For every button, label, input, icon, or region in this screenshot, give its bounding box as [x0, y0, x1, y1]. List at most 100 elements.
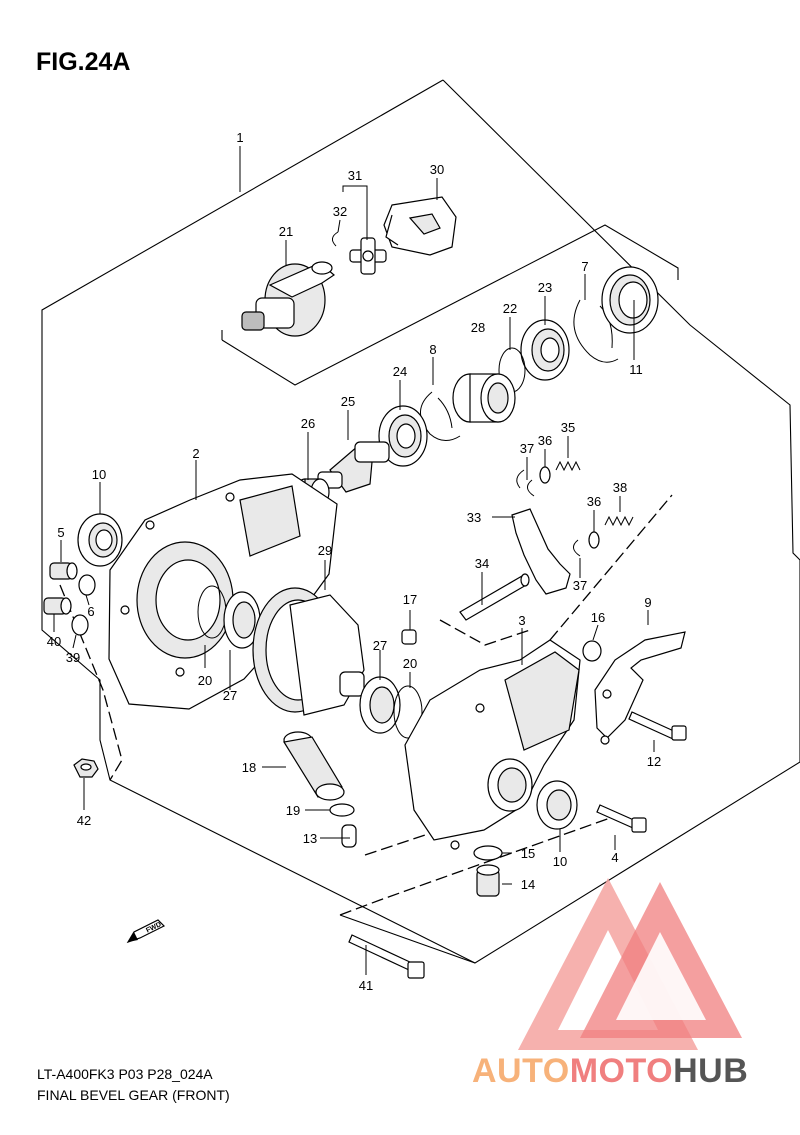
- callout-3: 3: [518, 613, 525, 628]
- oil-seal-10-right: [536, 780, 578, 830]
- reference-line-bottom: [364, 829, 441, 856]
- bearing-27-left: [223, 591, 261, 649]
- bracket-9: [594, 631, 686, 745]
- callout-39: 39: [66, 650, 80, 665]
- shift-shaft-34: [459, 573, 530, 621]
- forward-arrow-icon: FWD: [126, 919, 166, 944]
- callout-23: 23: [538, 280, 552, 295]
- diagram-name: FINAL BEVEL GEAR (FRONT): [37, 1087, 230, 1103]
- callout-4: 4: [611, 850, 618, 865]
- callout-12: 12: [647, 754, 661, 769]
- reference-line-shift: [549, 494, 673, 641]
- callout-42: 42: [77, 813, 91, 828]
- universal-joint-cross: [349, 237, 387, 275]
- callout-10-left: 10: [92, 467, 106, 482]
- reference-line-case: [439, 619, 531, 646]
- spring-38: [604, 515, 634, 527]
- subassembly-box: [221, 224, 679, 386]
- callout-16: 16: [591, 610, 605, 625]
- callout-17: 17: [403, 592, 417, 607]
- yoke-30: [383, 196, 457, 256]
- bevel-pinion-25: [317, 441, 390, 493]
- shift-fork-33: [511, 469, 571, 595]
- bolt-41: [348, 934, 425, 979]
- callout-32: 32: [333, 204, 347, 219]
- callout-11: 11: [629, 362, 643, 377]
- washer-16: [582, 640, 602, 662]
- plug-14: [476, 864, 500, 897]
- callout-34: 34: [475, 556, 489, 571]
- leader-lines: [53, 146, 655, 975]
- callout-36-low: 36: [587, 494, 601, 509]
- washer-15: [473, 845, 503, 861]
- automotohub-logo-icon: [518, 878, 742, 1050]
- callout-5: 5: [57, 525, 64, 540]
- callout-35: 35: [561, 420, 575, 435]
- callout-9: 9: [644, 595, 651, 610]
- callout-41: 41: [359, 978, 373, 993]
- callout-19: 19: [286, 803, 300, 818]
- callout-27-left: 27: [223, 688, 237, 703]
- callout-18: 18: [242, 760, 256, 775]
- callout-36-top: 36: [538, 433, 552, 448]
- bearing-23: [520, 319, 570, 381]
- shim-20-right: [393, 685, 423, 739]
- circlip-37-top: [527, 479, 535, 497]
- callout-20-left: 20: [198, 673, 212, 688]
- callout-10-right: 10: [553, 854, 567, 869]
- watermark-moto: MOTO: [569, 1052, 674, 1090]
- spring-35: [555, 460, 581, 472]
- model-code: LT-A400FK3 P03 P28_024A: [37, 1066, 213, 1082]
- callout-26: 26: [301, 416, 315, 431]
- bearing-24: [378, 405, 428, 467]
- callout-22: 22: [503, 301, 517, 316]
- callout-2: 2: [192, 446, 199, 461]
- plug-5: [49, 562, 78, 580]
- figure-title: FIG.24A: [36, 48, 131, 76]
- callout-13: 13: [303, 831, 317, 846]
- callout-14: 14: [521, 877, 535, 892]
- callout-8: 8: [429, 342, 436, 357]
- callout-6: 6: [87, 604, 94, 619]
- gear-case-2: [108, 473, 338, 710]
- pin-17: [401, 629, 417, 645]
- callout-37-top: 37: [520, 441, 534, 456]
- callout-21: 21: [279, 224, 293, 239]
- bolt-4: [596, 804, 647, 833]
- callout-15: 15: [521, 846, 535, 861]
- washer-39: [71, 614, 89, 636]
- callout-20-right: 20: [403, 656, 417, 671]
- washer-6: [78, 574, 96, 596]
- coupling-flange-21: [241, 261, 335, 337]
- callout-27-right: 27: [373, 638, 387, 653]
- nut-42: [73, 758, 99, 778]
- oil-seal-11: [601, 266, 659, 334]
- circlip-37-low: [573, 539, 581, 557]
- oil-seal-10-left: [77, 513, 123, 567]
- callout-40: 40: [47, 634, 61, 649]
- needle-bearing-28: [452, 373, 516, 423]
- callout-labels: 1 2 3 4 5 6 7 8 9 10 10 11 12 13 14 15 1…: [47, 130, 661, 993]
- fwd-label: FWD: [145, 921, 162, 934]
- callout-29: 29: [318, 543, 332, 558]
- clamp-19: [329, 803, 355, 817]
- callout-25: 25: [341, 394, 355, 409]
- callout-31: 31: [348, 168, 362, 183]
- gear-case-3: [404, 639, 581, 850]
- circlip-8: [420, 391, 461, 441]
- reference-line-bolt: [339, 817, 611, 916]
- callout-37-low: 37: [573, 578, 587, 593]
- assembly-outline-inner: [339, 914, 476, 964]
- washer-36-top: [539, 466, 551, 484]
- callout-38: 38: [613, 480, 627, 495]
- watermark-hub: HUB: [673, 1052, 749, 1090]
- washer-36-low: [588, 531, 600, 549]
- callout-7: 7: [581, 259, 588, 274]
- callout-33: 33: [467, 510, 481, 525]
- watermark-text: AUTOMOTOHUB: [472, 1052, 748, 1091]
- bolt-12: [628, 711, 687, 741]
- reference-line-left: [59, 584, 123, 781]
- circlip-32: [332, 231, 339, 247]
- callout-1: 1: [236, 130, 243, 145]
